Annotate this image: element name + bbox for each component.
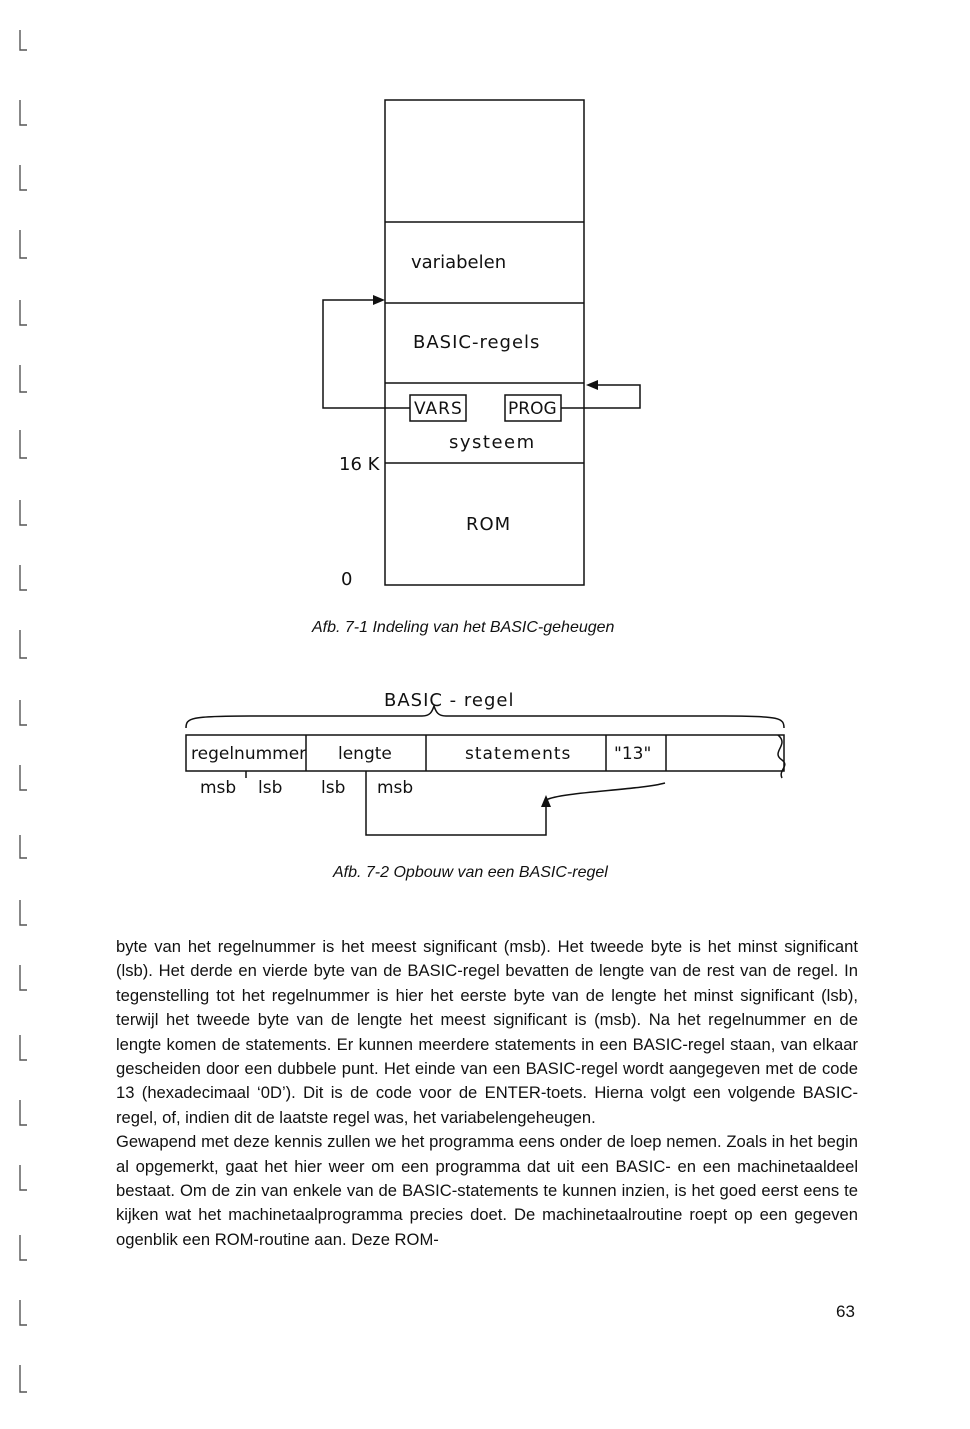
body-paragraph-1: byte van het regelnummer is het meest si… xyxy=(116,937,858,1127)
basic-line-title: BASIC - regel xyxy=(384,690,514,711)
next-line-arrowhead xyxy=(541,795,551,807)
figure-1-caption: Afb. 7-1 Indeling van het BASIC-geheugen xyxy=(312,619,615,636)
byte-label-msb-2: msb xyxy=(377,778,413,798)
figure-2-caption: Afb. 7-2 Opbouw van een BASIC-regel xyxy=(333,864,608,881)
field-length-label: lengte xyxy=(338,744,392,764)
address-16k-label: 16 K xyxy=(339,454,381,475)
memory-column-outline xyxy=(384,99,585,586)
memory-diagrams: variabelen BASIC-regels VARS PROG systee… xyxy=(185,99,786,836)
prog-pointer-label: PROG xyxy=(508,399,557,419)
prog-pointer-arrow xyxy=(561,384,641,409)
region-variables-label: variabelen xyxy=(411,252,506,273)
field-line-number-label: regelnummer xyxy=(191,744,306,764)
next-line-pointer xyxy=(365,778,547,836)
next-line-curve xyxy=(545,782,666,801)
binding-marks xyxy=(19,30,27,1393)
region-rom-label: ROM xyxy=(466,514,511,535)
body-paragraph-2: Gewapend met deze kennis zullen we het p… xyxy=(116,1132,858,1249)
address-zero-label: 0 xyxy=(341,569,352,590)
field-statements-label: statements xyxy=(465,744,571,764)
vars-arrowhead xyxy=(373,295,385,305)
byte-label-lsb-1: lsb xyxy=(258,778,282,798)
basic-line-brace xyxy=(185,703,785,729)
byte-label-msb-1: msb xyxy=(200,778,236,798)
record-continues-mark xyxy=(777,734,786,779)
region-basic-lines-label: BASIC-regels xyxy=(413,332,540,353)
byte-label-lsb-2: lsb xyxy=(321,778,345,798)
prog-arrowhead xyxy=(586,380,598,390)
basic-line-record xyxy=(185,734,785,772)
vars-pointer-label: VARS xyxy=(414,399,463,419)
vars-pointer-arrow xyxy=(322,299,410,409)
field-terminator-label: "13" xyxy=(614,744,651,764)
body-text: byte van het regelnummer is het meest si… xyxy=(116,935,858,1252)
region-system-label: systeem xyxy=(449,432,536,453)
page-number: 63 xyxy=(836,1302,855,1321)
